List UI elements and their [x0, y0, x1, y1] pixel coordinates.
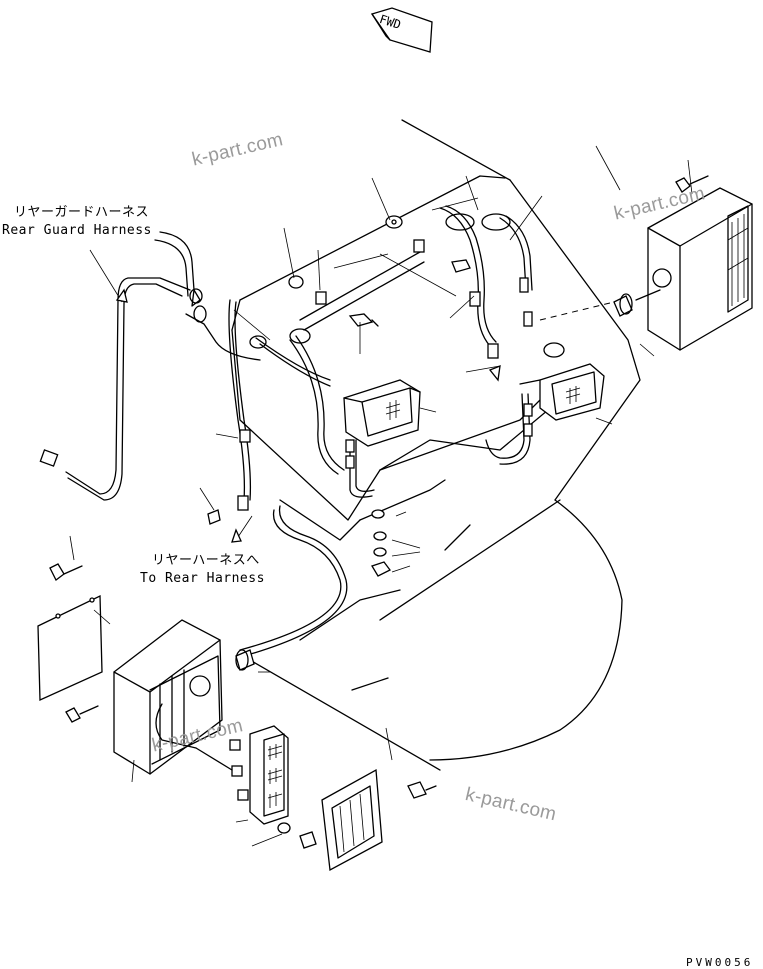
lamp-guard-bottom: [321, 768, 437, 872]
rear-lamp-guard-left: [37, 563, 255, 775]
rear-guard-harness-label-en: Rear Guard Harness: [2, 223, 152, 238]
rear-guard-harness-label-jp: リヤーガードハーネス: [14, 205, 150, 220]
rear-guard-harness-pipe: [39, 231, 261, 501]
work-lamp-left: [343, 379, 421, 447]
arrow-to-rear-harness: [231, 528, 242, 543]
rear-lamp-guard-right: [539, 175, 753, 351]
wiring-harness: [189, 205, 565, 657]
counterweight-body: [231, 119, 641, 771]
arrow-rear-guard: [115, 288, 128, 303]
work-lamp-right: [519, 363, 605, 421]
to-rear-harness-label-en: To Rear Harness: [140, 571, 265, 586]
to-rear-harness-label-jp: リヤーハーネスへ: [152, 553, 260, 568]
rear-combination-lamp: [195, 725, 317, 849]
clamps-and-bolts: [288, 215, 501, 382]
drawing-code: PVW0056: [686, 956, 754, 969]
fwd-direction-marker: [370, 7, 433, 53]
leader-lines: [69, 145, 693, 847]
washer-nut-stack: [207, 509, 391, 577]
